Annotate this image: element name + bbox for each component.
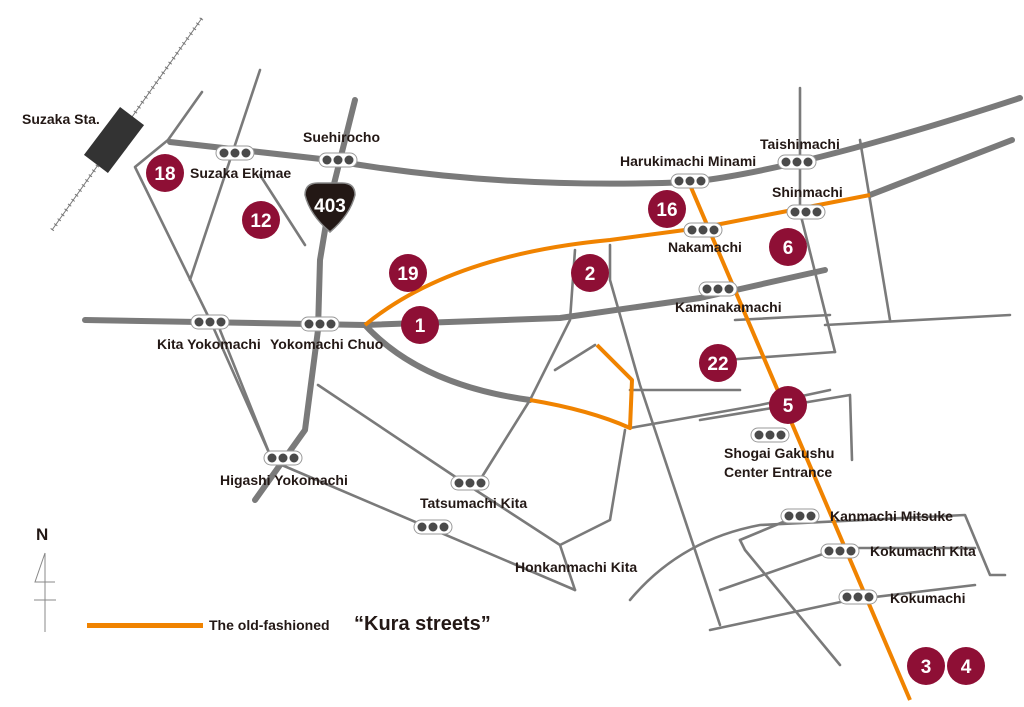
spot-marker-16[interactable]: 16 [648, 190, 686, 228]
legend-kura-swatch [87, 623, 203, 628]
spot-marker-1[interactable]: 1 [401, 306, 439, 344]
label-tatsumachi-kita: Tatsumachi Kita [420, 495, 527, 511]
route-number: 403 [314, 196, 346, 217]
traffic-light-icon [780, 508, 820, 524]
label-kokumachi: Kokumachi [890, 590, 965, 606]
label-shogai-gakushu: Shogai Gakushu [724, 445, 834, 461]
traffic-light-icon [786, 204, 826, 220]
minor-roads [133, 68, 1012, 667]
marker-number: 5 [783, 396, 794, 417]
traffic-light-icon [698, 281, 738, 297]
spot-marker-19[interactable]: 19 [389, 254, 427, 292]
legend-title: “Kura streets” [354, 613, 491, 635]
spot-marker-5[interactable]: 5 [769, 386, 807, 424]
label-kanmachi-mitsuke: Kanmachi Mitsuke [830, 508, 953, 524]
marker-number: 3 [921, 657, 932, 678]
label-honkanmachi-kita: Honkanmachi Kita [515, 559, 637, 575]
label-kaminakamachi: Kaminakamachi [675, 299, 782, 315]
traffic-light-icon [450, 475, 490, 491]
marker-number: 22 [707, 354, 728, 375]
label-yokomachi-chuo: Yokomachi Chuo [270, 336, 383, 352]
label-harukimachi-minami: Harukimachi Minami [620, 153, 756, 169]
traffic-light-icon [318, 152, 358, 168]
legend: The old-fashioned “Kura streets” [87, 613, 491, 635]
label-shinmachi: Shinmachi [772, 184, 843, 200]
spot-marker-6[interactable]: 6 [769, 228, 807, 266]
label-taishimachi: Taishimachi [760, 136, 840, 152]
spot-marker-2[interactable]: 2 [571, 254, 609, 292]
traffic-light-icon [683, 222, 723, 238]
traffic-lights [190, 145, 878, 605]
marker-number: 12 [250, 211, 271, 232]
traffic-light-icon [750, 427, 790, 443]
traffic-light-icon [838, 589, 878, 605]
label-suehirocho: Suehirocho [303, 129, 380, 145]
traffic-light-icon [670, 173, 710, 189]
north-compass: N [34, 525, 56, 632]
traffic-light-icon [777, 154, 817, 170]
compass-label: N [36, 525, 48, 544]
marker-number: 18 [154, 164, 175, 185]
station-label: Suzaka Sta. [22, 111, 100, 127]
north-arrow-icon [34, 552, 56, 632]
spot-marker-18[interactable]: 18 [146, 154, 184, 192]
marker-number: 4 [961, 657, 972, 678]
traffic-light-icon [215, 145, 255, 161]
marker-number: 2 [585, 264, 596, 285]
label-center-entrance: Center Entrance [724, 464, 832, 480]
spot-marker-3[interactable]: 3 [907, 647, 945, 685]
route-403-shield: 403 [304, 182, 356, 233]
marker-number: 1 [415, 316, 426, 337]
spot-marker-4[interactable]: 4 [947, 647, 985, 685]
label-kokumachi-kita: Kokumachi Kita [870, 543, 976, 559]
legend-label: The old-fashioned [209, 617, 330, 633]
traffic-light-icon [300, 316, 340, 332]
label-suzaka-ekimae: Suzaka Ekimae [190, 165, 291, 181]
label-nakamachi: Nakamachi [668, 239, 742, 255]
marker-number: 6 [783, 238, 794, 259]
spot-marker-12[interactable]: 12 [242, 201, 280, 239]
label-kita-yokomachi: Kita Yokomachi [157, 336, 261, 352]
label-higashi-yokomachi: Higashi Yokomachi [220, 472, 348, 488]
traffic-light-icon [413, 519, 453, 535]
marker-number: 19 [397, 264, 418, 285]
spot-marker-22[interactable]: 22 [699, 344, 737, 382]
marker-number: 16 [656, 200, 677, 221]
traffic-light-icon [263, 450, 303, 466]
station-building [83, 107, 145, 173]
traffic-light-icon [190, 314, 230, 330]
kura-streets [363, 184, 912, 701]
traffic-light-icon [820, 543, 860, 559]
